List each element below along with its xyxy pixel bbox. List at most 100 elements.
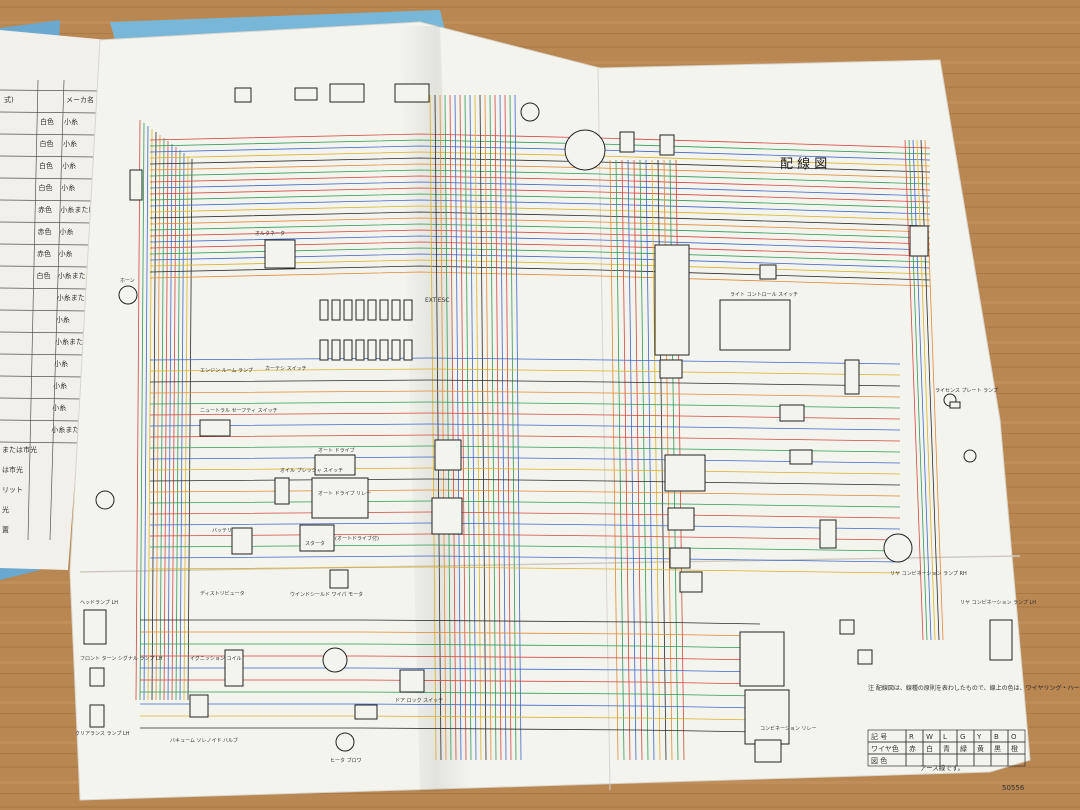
label-auto_drive: オート ドライブ (318, 447, 355, 454)
booklet-row-line (0, 419, 83, 422)
mid-harness-wire (149, 445, 901, 453)
central-bundle-wire (469, 94, 477, 761)
label-dist: ディストリビュータ (200, 590, 245, 597)
headlamp-lh (83, 609, 107, 645)
upper-harness-wire (149, 139, 931, 155)
upper-harness-wire (149, 205, 931, 221)
mid-harness-wire (149, 390, 901, 398)
legend-cell-text: 黄 (977, 744, 984, 753)
rear-defogger (679, 571, 703, 593)
fold-shadow (400, 26, 470, 792)
booklet-row-line (0, 243, 92, 246)
upper-harness-wire (149, 199, 931, 215)
right-bundle-wire (615, 159, 625, 761)
relay-unit (329, 83, 365, 103)
upper-harness-wire (149, 163, 931, 179)
wiper-motor (322, 647, 348, 673)
left-bundle-wire (183, 155, 189, 701)
fuse (319, 339, 329, 361)
label-light_control: ライト コントロール スイッチ (730, 292, 798, 298)
booklet-fragment: または市光 (2, 445, 37, 454)
fuse (343, 339, 353, 361)
oil-pressure-switch (274, 477, 290, 505)
starter-symbol (299, 524, 335, 552)
upper-harness-wire (149, 151, 931, 167)
relay-top (294, 87, 318, 101)
fuse (403, 299, 413, 321)
booklet-cell-color: 白色 (39, 161, 53, 170)
mid-harness-wire (149, 434, 901, 442)
central-bundle-wire (479, 94, 487, 761)
auto-drive-unit (431, 497, 463, 535)
central-bundle-wire (509, 94, 517, 761)
left-bundle-wire (139, 122, 145, 701)
legend-cell-text: 青 (943, 744, 950, 753)
far-right-wire (908, 139, 928, 641)
booklet-fragment: リット (2, 486, 23, 494)
central-bundle-wire (454, 94, 462, 761)
right-bundle-wire (645, 159, 655, 761)
legend-cell-text: Y (976, 733, 982, 741)
booklet-cell-maker: 小糸 (63, 139, 77, 148)
booklet-row-line (0, 353, 86, 356)
heater-blower (335, 732, 355, 752)
turn-signal-switch (664, 454, 706, 492)
label-rear_combo_rh: リヤ コンビネーション ランプ RH (890, 570, 967, 577)
fuse (319, 299, 329, 321)
rear-lamp-relay (819, 519, 837, 549)
booklet-row-line (0, 331, 87, 334)
side-marker (949, 401, 961, 409)
central-bundle-wire (459, 94, 467, 761)
central-bundle-wire (499, 94, 507, 761)
label-courtesy: カーテシ スイッチ (265, 366, 307, 372)
right-bundle-wire (639, 159, 649, 761)
mid-harness-wire (149, 357, 901, 365)
earth-note: アース線です。 (920, 763, 964, 772)
booklet-fragment: は市光 (2, 465, 23, 474)
fuse (379, 299, 389, 321)
upper-harness-wire (149, 169, 931, 185)
right-bundle-wire (627, 159, 637, 761)
legend-cell-text: 図 色 (871, 756, 887, 765)
booklet-cell-maker: 小糸または市光 (60, 205, 109, 214)
far-right-wire (912, 139, 932, 641)
upper-harness-wire (149, 145, 931, 161)
central-bundle-wire (489, 94, 497, 761)
left-booklet: 式)メーカ名白色小糸白色小糸白色小糸白色小糸赤色小糸または市光赤色小糸赤色小糸白… (0, 30, 109, 570)
label-vacuum: バキューム ソレノイド バルブ (170, 737, 238, 744)
legend-cell-text: 白 (926, 744, 933, 753)
left-bundle-wire (151, 131, 157, 701)
left-bundle-wire (163, 140, 169, 701)
booklet-fragment: 光 (2, 505, 9, 514)
front-door (789, 449, 813, 465)
label-ignition_coil: イグニッション コイル (190, 655, 242, 662)
central-bundle-wire (449, 94, 457, 761)
label-auto_drive_relay: オート ドライブ リレー (318, 490, 371, 497)
left-bundle-wire (143, 125, 149, 701)
central-bundle-wire (429, 94, 437, 761)
neutral-switch (199, 419, 231, 437)
light-control-switch (719, 299, 791, 351)
fuse (379, 339, 389, 361)
label-oil_pressure: オイル プレッシャ スイッチ (280, 468, 343, 474)
mid-harness-wire (149, 401, 901, 409)
label-engine_room: エンジン ルーム ランプ (200, 368, 253, 374)
central-bundle-wire (474, 94, 482, 761)
license-lamp-2 (963, 449, 977, 463)
seat-belt-warn (659, 359, 683, 379)
wiper-switch (234, 87, 252, 103)
alternator (264, 239, 296, 269)
auto-drive-relay (311, 477, 369, 519)
lower-harness-wire (140, 655, 761, 661)
legend-cell-text: R (909, 733, 914, 741)
auto-drive-badge (354, 704, 378, 720)
booklet-cell-color: 赤色 (38, 205, 52, 214)
label-fuse: EXT.ESC (425, 297, 449, 304)
fuse (355, 339, 365, 361)
battery-symbol (231, 527, 253, 555)
booklet-row-line (0, 265, 91, 268)
rear-combination-lh (989, 619, 1013, 661)
fuse (403, 339, 413, 361)
ignition-switch (564, 129, 606, 171)
